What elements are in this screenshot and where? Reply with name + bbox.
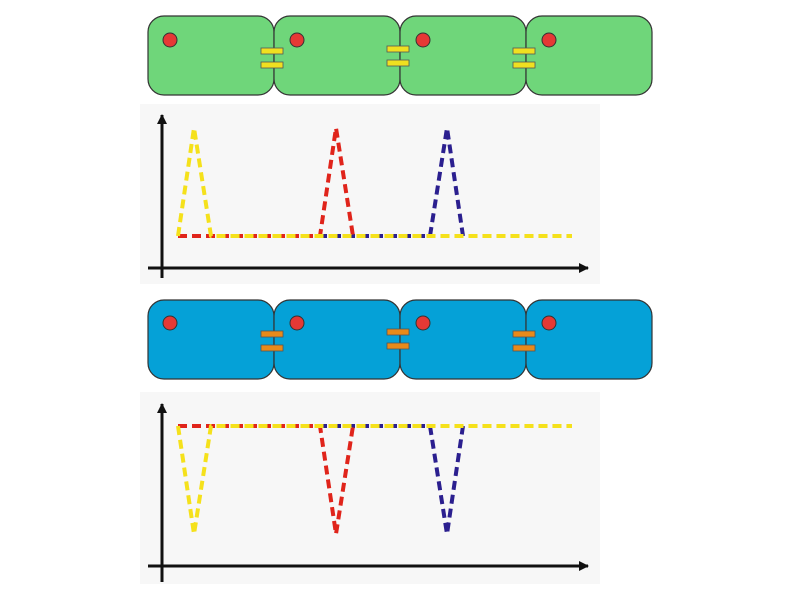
bottom-gap-junction-2	[386, 328, 410, 350]
top-cell-3-nucleus	[415, 32, 431, 48]
bottom-cell-1-nucleus	[162, 315, 178, 331]
top-cell-4	[525, 15, 653, 96]
bottom-cell-3-nucleus	[415, 315, 431, 331]
bottom-cell-2	[273, 299, 401, 380]
bottom-cell-chain	[147, 299, 653, 380]
top-cell-2-nucleus	[289, 32, 305, 48]
bottom-traces	[176, 424, 572, 536]
top-cell-4-nucleus	[541, 32, 557, 48]
top-cell-1-nucleus	[162, 32, 178, 48]
top-cell-chain	[147, 15, 653, 96]
bottom-gap-junction-1	[260, 330, 284, 352]
top-gap-junction-2	[386, 45, 410, 67]
bottom-cell-1	[147, 299, 275, 380]
top-cell-1	[147, 15, 275, 96]
bottom-cell-4	[525, 299, 653, 380]
top-gap-junction-3	[512, 47, 536, 69]
bottom-cell-2-nucleus	[289, 315, 305, 331]
top-cell-3	[399, 15, 527, 96]
bottom-cell-4-nucleus	[541, 315, 557, 331]
bottom-trace-yellow	[176, 424, 572, 536]
top-traces	[176, 126, 572, 238]
bottom-cell-3	[399, 299, 527, 380]
top-cell-2	[273, 15, 401, 96]
bottom-gap-junction-3	[512, 330, 536, 352]
top-plot-panel	[140, 104, 600, 284]
bottom-plot-panel	[140, 392, 600, 584]
top-trace-yellow	[176, 126, 572, 238]
top-gap-junction-1	[260, 47, 284, 69]
